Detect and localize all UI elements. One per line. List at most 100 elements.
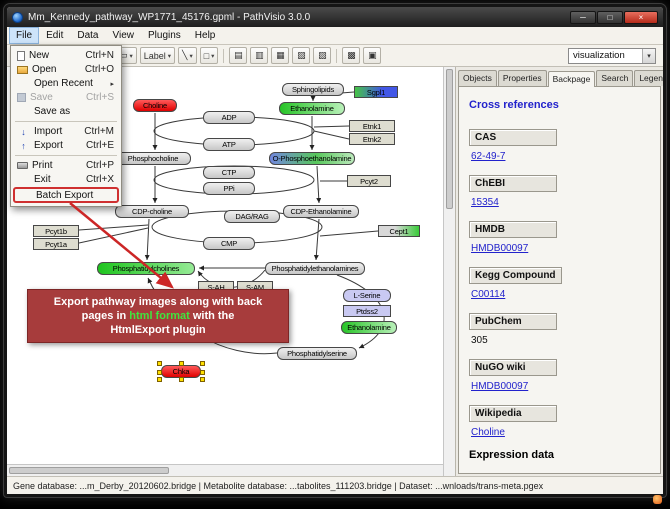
pathway-node-l-serine[interactable]: L-Serine: [343, 289, 391, 302]
line-tool-button[interactable]: ╲▾: [178, 47, 197, 64]
menu-data[interactable]: Data: [77, 30, 99, 41]
pathway-node-ppi[interactable]: PPi: [203, 182, 255, 195]
titlebar[interactable]: Mm_Kennedy_pathway_WP1771_45176.gpml - P…: [7, 7, 663, 27]
sidebar-tab-backpage[interactable]: Backpage: [547, 71, 596, 87]
file-menu-item-save-as[interactable]: Save as: [13, 105, 119, 118]
pathway-node-o-phosphoethanolamine[interactable]: O-Phosphoethanolamine: [269, 152, 355, 165]
callout-highlight: html format: [129, 309, 190, 322]
maximize-button[interactable]: □: [597, 10, 623, 24]
chevron-down-icon: ▾: [167, 52, 172, 60]
close-button[interactable]: ×: [624, 10, 658, 24]
ref-id-link[interactable]: C00114: [471, 289, 506, 300]
menu-file[interactable]: File: [9, 27, 40, 44]
blank-icon: [17, 106, 30, 117]
canvas-horizontal-scrollbar[interactable]: [7, 464, 443, 476]
pathway-node-phosphatidylserine[interactable]: Phosphatidylserine: [277, 347, 357, 360]
selection-handle[interactable]: [200, 361, 205, 366]
file-menu-item-export[interactable]: Export Ctrl+E: [13, 139, 119, 152]
ref-id-link[interactable]: HMDB00097: [471, 381, 529, 392]
selection-handle[interactable]: [179, 377, 184, 382]
pathway-node-cdp-choline[interactable]: CDP-choline: [115, 205, 189, 218]
ref-id-link[interactable]: 62-49-7: [471, 151, 506, 162]
new-icon: [17, 50, 25, 61]
pathway-node-ptdss2[interactable]: Ptdss2: [343, 305, 391, 317]
pathway-node-etnk2[interactable]: Etnk2: [349, 133, 395, 145]
statusbar-text: Gene database: ...m_Derby_20120602.bridg…: [13, 480, 544, 491]
align-top-button[interactable]: ▧: [292, 47, 311, 64]
pathway-node-cdp-ethanolamine[interactable]: CDP-Ethanolamine: [283, 205, 359, 218]
pathway-node-dag-rag[interactable]: DAG/RAG: [224, 210, 280, 223]
pathway-node-ethanolamine[interactable]: Ethanolamine: [341, 321, 397, 334]
sidebar-tab-properties[interactable]: Properties: [497, 70, 547, 86]
pathway-node-etnk1[interactable]: Etnk1: [349, 120, 395, 132]
canvas-vertical-scrollbar[interactable]: [443, 67, 455, 476]
pathway-node-cmp[interactable]: CMP: [203, 237, 255, 250]
pathway-node-adp[interactable]: ADP: [203, 111, 255, 124]
selection-handle[interactable]: [157, 377, 162, 382]
import-icon: [17, 126, 30, 137]
selection-handle[interactable]: [157, 361, 162, 366]
pathway-node-phosphatidylcholines[interactable]: Phosphatidylcholines: [97, 262, 195, 275]
selection-handle[interactable]: [157, 369, 162, 375]
selection-handle[interactable]: [179, 361, 184, 366]
pathway-node-pcyt2[interactable]: Pcyt2: [347, 175, 391, 187]
menu-edit[interactable]: Edit: [46, 30, 64, 41]
label-tool-button[interactable]: Label▾: [139, 47, 176, 64]
pathway-node-ethanolamine[interactable]: Ethanolamine: [279, 102, 345, 115]
pathway-node-phosphatidylethanolamines[interactable]: Phosphatidylethanolamines: [265, 262, 365, 275]
pathway-node-sgpl1[interactable]: Sgpl1: [354, 86, 398, 98]
sidebar-tab-search[interactable]: Search: [596, 70, 634, 86]
chevron-down-icon[interactable]: ▾: [642, 48, 655, 63]
distribute-horizontal-button[interactable]: ▨: [313, 47, 332, 64]
align-center-x-button[interactable]: ▤: [229, 47, 248, 64]
ref-id-link[interactable]: 15354: [471, 197, 499, 208]
selection-handle[interactable]: [200, 377, 205, 382]
pathway-node-phosphocholine[interactable]: Phosphocholine: [115, 152, 191, 165]
menu-item-label: Import: [34, 126, 63, 137]
menu-item-label: Save: [30, 92, 53, 103]
align-center-y-button[interactable]: ▥: [250, 47, 269, 64]
sidebar-tab-legend[interactable]: Legend: [634, 70, 663, 86]
visualization-value: visualization: [573, 50, 625, 61]
file-menu-item-batch-export[interactable]: Batch Export: [13, 187, 119, 203]
stack-horizontal-button-icon: ▣: [368, 50, 377, 60]
menu-item-label: Export: [34, 140, 63, 151]
shape-tool-button-icon: □: [203, 50, 210, 61]
sidebar-tab-objects[interactable]: Objects: [458, 70, 497, 86]
statusbar: Gene database: ...m_Derby_20120602.bridg…: [7, 476, 663, 494]
label-tool-button-icon: Label: [143, 50, 166, 61]
menu-plugins[interactable]: Plugins: [147, 30, 181, 41]
stack-vertical-button[interactable]: ▩: [342, 47, 361, 64]
pathway-node-pcyt1a[interactable]: Pcyt1a: [33, 238, 79, 250]
menu-item-shortcut: Ctrl+E: [85, 140, 114, 151]
chevron-down-icon: ▾: [129, 52, 133, 60]
menu-help[interactable]: Help: [194, 30, 216, 41]
horizontal-scroll-thumb[interactable]: [9, 467, 169, 474]
pathway-node-choline[interactable]: Choline: [133, 99, 177, 112]
file-menu-item-open-recent[interactable]: Open Recent▸: [13, 77, 119, 90]
selection-handle[interactable]: [200, 369, 205, 375]
ref-id-link[interactable]: Choline: [471, 427, 505, 438]
pathway-node-cept1[interactable]: Cept1: [378, 225, 420, 237]
vertical-scroll-thumb[interactable]: [446, 69, 453, 209]
visualization-combo[interactable]: visualization ▾: [568, 47, 656, 64]
pathway-node-ctp[interactable]: CTP: [203, 166, 255, 179]
ref-id-link[interactable]: HMDB00097: [471, 243, 529, 254]
shape-tool-button[interactable]: □▾: [199, 47, 219, 64]
pathway-node-pcyt1b[interactable]: Pcyt1b: [33, 225, 79, 237]
pathway-node-atp[interactable]: ATP: [203, 138, 255, 151]
menu-view[interactable]: View: [112, 30, 134, 41]
minimize-button[interactable]: ─: [570, 10, 596, 24]
pathway-node-sphingolipids[interactable]: Sphingolipids: [282, 83, 344, 96]
align-left-button[interactable]: ▦: [271, 47, 290, 64]
stack-horizontal-button[interactable]: ▣: [363, 47, 382, 64]
